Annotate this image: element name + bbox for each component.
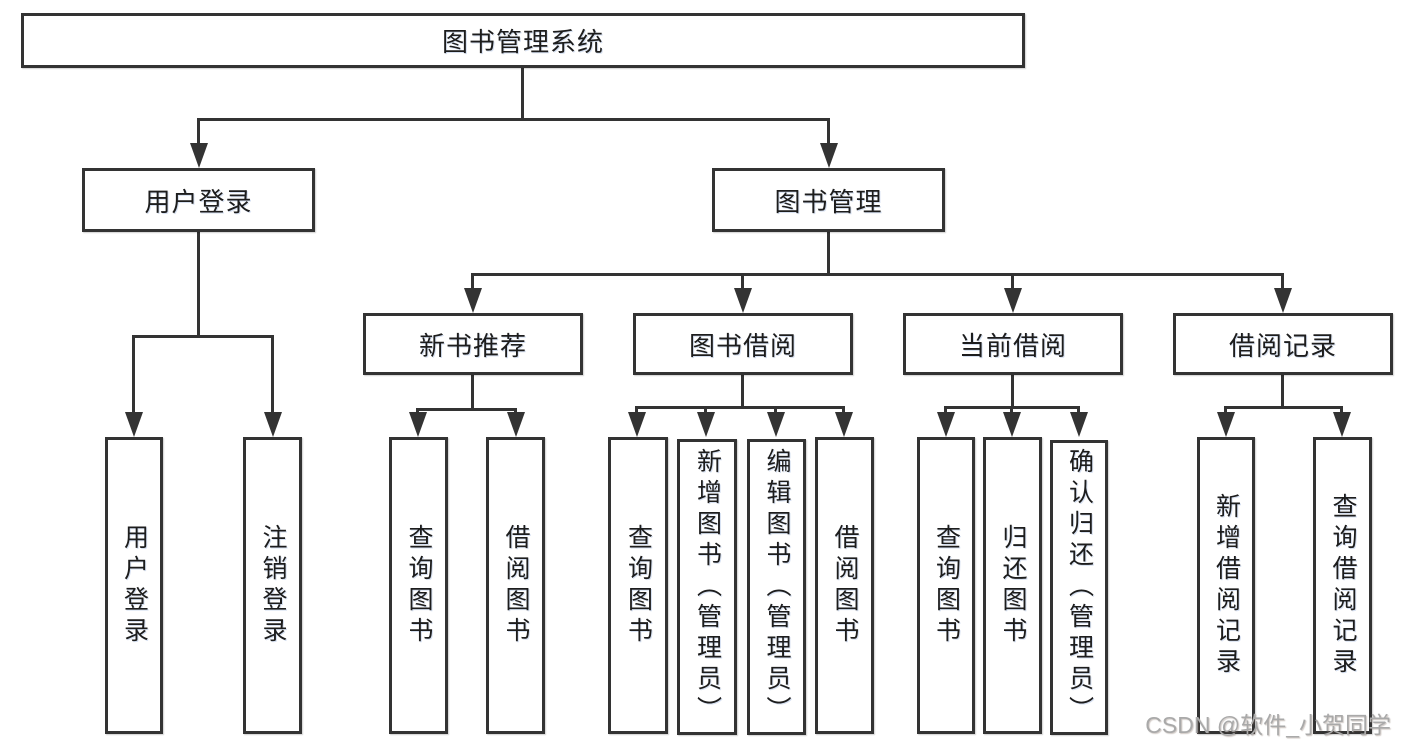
node-label: 借阅记录 xyxy=(1228,330,1337,361)
connector-line xyxy=(741,375,744,406)
node-label: 图书管理 xyxy=(774,186,883,217)
connector-line xyxy=(471,273,474,289)
connector-line xyxy=(944,406,947,415)
connector-line xyxy=(1224,406,1343,409)
node-label: 注销登录 xyxy=(259,523,287,648)
node-current-borrow: 当前借阅 xyxy=(903,313,1123,375)
arrow-down-icon xyxy=(264,412,282,437)
node-root: 图书管理系统 xyxy=(21,13,1025,68)
node-label: 用户登录 xyxy=(120,523,149,648)
node-book-management: 图书管理 xyxy=(712,168,945,232)
leaf-add-books-admin: 新增图书（管理员） xyxy=(677,439,737,735)
node-label: 查询借阅记录 xyxy=(1329,492,1357,679)
connector-line xyxy=(704,406,707,415)
leaf-query-books-1: 查询图书 xyxy=(389,437,448,734)
node-label: 图书管理系统 xyxy=(441,27,604,57)
node-label: 查询图书 xyxy=(624,523,653,648)
connector-line xyxy=(635,406,845,409)
arrow-down-icon xyxy=(697,412,715,437)
connector-line xyxy=(1011,375,1014,406)
connector-line xyxy=(197,118,830,121)
connector-line xyxy=(1340,406,1343,415)
node-label: 当前借阅 xyxy=(958,330,1067,361)
connector-line xyxy=(842,406,845,415)
leaf-query-borrow-record: 查询借阅记录 xyxy=(1313,437,1372,734)
arrow-down-icon xyxy=(628,412,646,437)
node-label: 借阅图书 xyxy=(831,523,859,648)
node-label: 确认归还（管理员） xyxy=(1065,448,1094,727)
arrow-down-icon xyxy=(190,143,208,168)
node-label: 图书借阅 xyxy=(688,330,797,361)
arrow-down-icon xyxy=(767,412,785,437)
leaf-logout: 注销登录 xyxy=(243,437,302,734)
leaf-user-login: 用户登录 xyxy=(105,437,163,734)
leaf-borrow-books-1: 借阅图书 xyxy=(486,437,545,734)
arrow-down-icon xyxy=(409,412,427,437)
leaf-query-books-3: 查询图书 xyxy=(917,437,975,734)
node-label: 查询图书 xyxy=(405,523,433,648)
leaf-edit-books-admin: 编辑图书（管理员） xyxy=(747,439,806,735)
arrow-down-icon xyxy=(734,288,752,313)
arrow-down-icon xyxy=(1003,412,1021,437)
node-book-borrow: 图书借阅 xyxy=(633,313,853,375)
connector-line xyxy=(132,335,274,338)
node-borrow-records: 借阅记录 xyxy=(1173,313,1393,375)
arrow-down-icon xyxy=(1217,412,1235,437)
arrow-down-icon xyxy=(1274,288,1292,313)
connector-line xyxy=(1224,406,1227,415)
arrow-down-icon xyxy=(464,288,482,313)
node-label: 编辑图书（管理员） xyxy=(763,447,791,727)
connector-line xyxy=(471,375,474,408)
node-user-login: 用户登录 xyxy=(82,168,315,232)
connector-line xyxy=(1011,273,1014,289)
connector-line xyxy=(1077,406,1080,415)
connector-line xyxy=(132,335,135,413)
connector-line xyxy=(827,118,830,146)
connector-line xyxy=(416,408,517,411)
arrow-down-icon xyxy=(1070,412,1088,437)
node-label: 新书推荐 xyxy=(418,330,527,361)
connector-line xyxy=(197,232,200,335)
connector-line xyxy=(471,273,1284,276)
leaf-return-books: 归还图书 xyxy=(983,437,1042,734)
node-label: 用户登录 xyxy=(144,186,253,217)
arrow-down-icon xyxy=(1333,412,1351,437)
connector-line xyxy=(1281,375,1284,406)
node-label: 新增借阅记录 xyxy=(1212,492,1241,679)
watermark: CSDN @软件_小贺同学 xyxy=(1145,712,1391,738)
connector-line xyxy=(271,335,274,413)
connector-line xyxy=(827,232,830,273)
leaf-query-books-2: 查询图书 xyxy=(608,437,668,734)
arrow-down-icon xyxy=(835,412,853,437)
node-label: 归还图书 xyxy=(999,523,1027,648)
node-new-book-recommend: 新书推荐 xyxy=(363,313,583,375)
connector-line xyxy=(1281,273,1284,289)
connector-line xyxy=(741,273,744,289)
node-label: 借阅图书 xyxy=(502,523,530,648)
connector-line xyxy=(1010,406,1013,415)
connector-line xyxy=(197,118,200,146)
node-label: 查询图书 xyxy=(932,523,961,648)
arrow-down-icon xyxy=(820,143,838,168)
connector-line xyxy=(635,406,638,415)
leaf-confirm-return-admin: 确认归还（管理员） xyxy=(1050,440,1108,735)
connector-line xyxy=(521,68,524,118)
leaf-add-borrow-record: 新增借阅记录 xyxy=(1197,437,1255,734)
node-label: 新增图书（管理员） xyxy=(693,447,722,727)
arrow-down-icon xyxy=(125,412,143,437)
arrow-down-icon xyxy=(937,412,955,437)
connector-line xyxy=(774,406,777,415)
arrow-down-icon xyxy=(507,412,525,437)
arrow-down-icon xyxy=(1004,288,1022,313)
leaf-borrow-books-2: 借阅图书 xyxy=(815,437,874,734)
